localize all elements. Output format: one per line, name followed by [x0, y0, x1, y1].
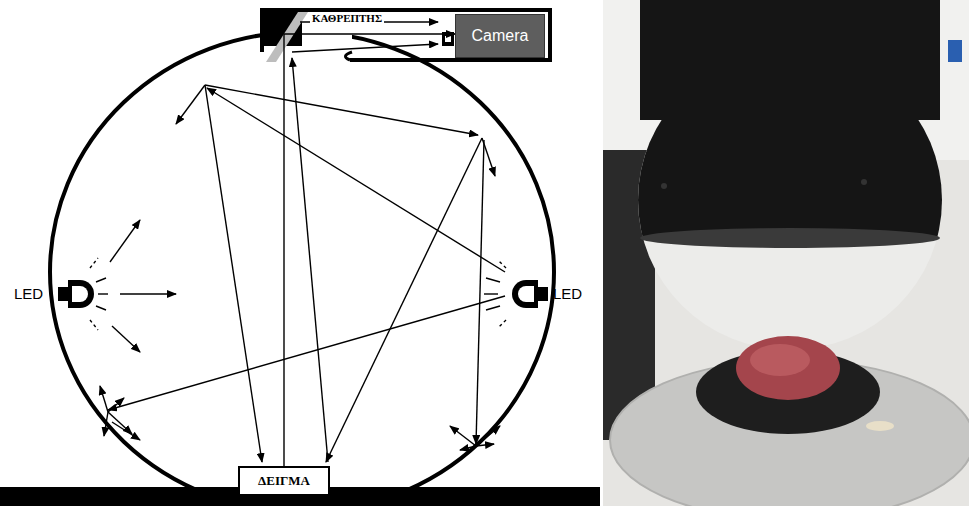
sample-box: ΔΕΙΓΜΑ — [238, 466, 330, 496]
light-path-arrow — [284, 34, 455, 466]
camera-lens-inner — [445, 36, 451, 42]
node-text: ΔΕΙΓΜΑ — [258, 473, 310, 489]
led-label: LED — [14, 285, 43, 302]
device-photo — [603, 0, 969, 506]
mirror — [266, 12, 308, 62]
led-symbol — [512, 280, 548, 308]
camera-box: Camera — [455, 14, 545, 58]
mirror-label: ΚΑΘΡΕΠΤΗΣ — [310, 12, 384, 24]
housing-notch — [345, 52, 352, 60]
camera-housing — [262, 10, 550, 60]
sphere-outline — [50, 32, 554, 506]
led-symbol — [58, 280, 94, 308]
led-label: LED — [553, 285, 582, 302]
light-rays — [90, 22, 506, 462]
node-text: Camera — [472, 27, 529, 45]
